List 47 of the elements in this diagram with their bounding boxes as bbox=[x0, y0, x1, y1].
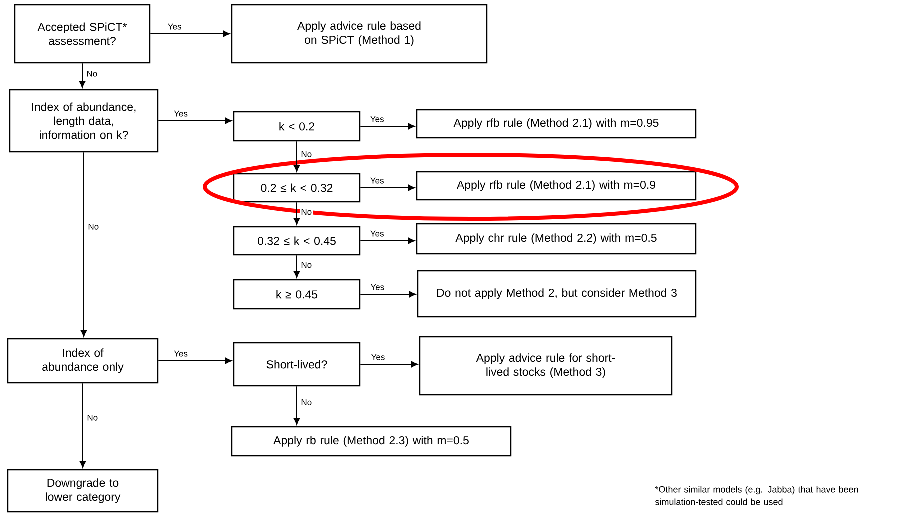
footnote: *Other similar models (e.g. Jabba) that have been simulation-tested could be used bbox=[655, 486, 858, 506]
arrow bbox=[360, 238, 416, 244]
edge-label: No bbox=[300, 150, 314, 158]
arrow bbox=[294, 386, 300, 426]
process-box: Index of abundance, length data, information on k? bbox=[9, 89, 159, 153]
arrow bbox=[79, 63, 86, 88]
process-box: Apply advice rule based on SPiCT (Method 1) bbox=[231, 4, 488, 64]
edge-label: Yes bbox=[370, 283, 386, 292]
process-box: Apply rb rule (Method 2.3) with m=0.5 bbox=[231, 426, 512, 457]
arrow bbox=[294, 202, 300, 226]
edge-label: Yes bbox=[369, 176, 386, 185]
arrow bbox=[80, 383, 86, 468]
edge-label: Yes bbox=[173, 350, 189, 358]
process-box: Apply advice rule for short-lived stocks (Method 3) bbox=[419, 336, 673, 396]
process-box: 0.2 ≤ k < 0.32 bbox=[233, 173, 361, 203]
edge-label: No bbox=[86, 414, 100, 422]
arrow bbox=[158, 358, 232, 364]
arrow bbox=[294, 141, 300, 172]
process-box: Apply chr rule (Method 2.2) with m=0.5 bbox=[416, 223, 697, 255]
process-box: Apply rfb rule (Method 2.1) with m=0.95 bbox=[416, 109, 697, 139]
edge-label: Yes bbox=[370, 353, 386, 362]
arrow bbox=[150, 30, 230, 38]
process-box: Index of abundance only bbox=[7, 338, 159, 384]
process-box: Accepted SPiCT* assessment? bbox=[14, 4, 151, 64]
edge-label: Yes bbox=[369, 115, 386, 124]
process-box: k ≥ 0.45 bbox=[233, 279, 361, 310]
edge-label: No bbox=[300, 208, 314, 216]
arrow bbox=[360, 361, 418, 368]
edge-label: Yes bbox=[166, 22, 183, 31]
arrow bbox=[294, 255, 300, 278]
edge-label: No bbox=[300, 398, 314, 406]
edge-label: No bbox=[86, 70, 99, 78]
edge-label: Yes bbox=[173, 110, 189, 118]
edge-label: No bbox=[300, 261, 314, 270]
arrow bbox=[158, 118, 232, 124]
edge-label: No bbox=[87, 222, 100, 231]
process-box: Downgrade to lower category bbox=[7, 469, 159, 513]
process-box: Do not apply Method 2, but consider Method 3 bbox=[417, 270, 697, 318]
arrow bbox=[360, 184, 416, 192]
arrow bbox=[360, 123, 416, 130]
arrow bbox=[80, 152, 88, 338]
process-box: Apply rfb rule (Method 2.1) with m=0.9 bbox=[416, 171, 697, 201]
process-box: k < 0.2 bbox=[233, 111, 361, 142]
process-box: 0.32 ≤ k < 0.45 bbox=[233, 226, 361, 256]
process-box: Short-lived? bbox=[233, 342, 361, 387]
arrow bbox=[360, 291, 416, 298]
edge-label: Yes bbox=[369, 230, 386, 238]
